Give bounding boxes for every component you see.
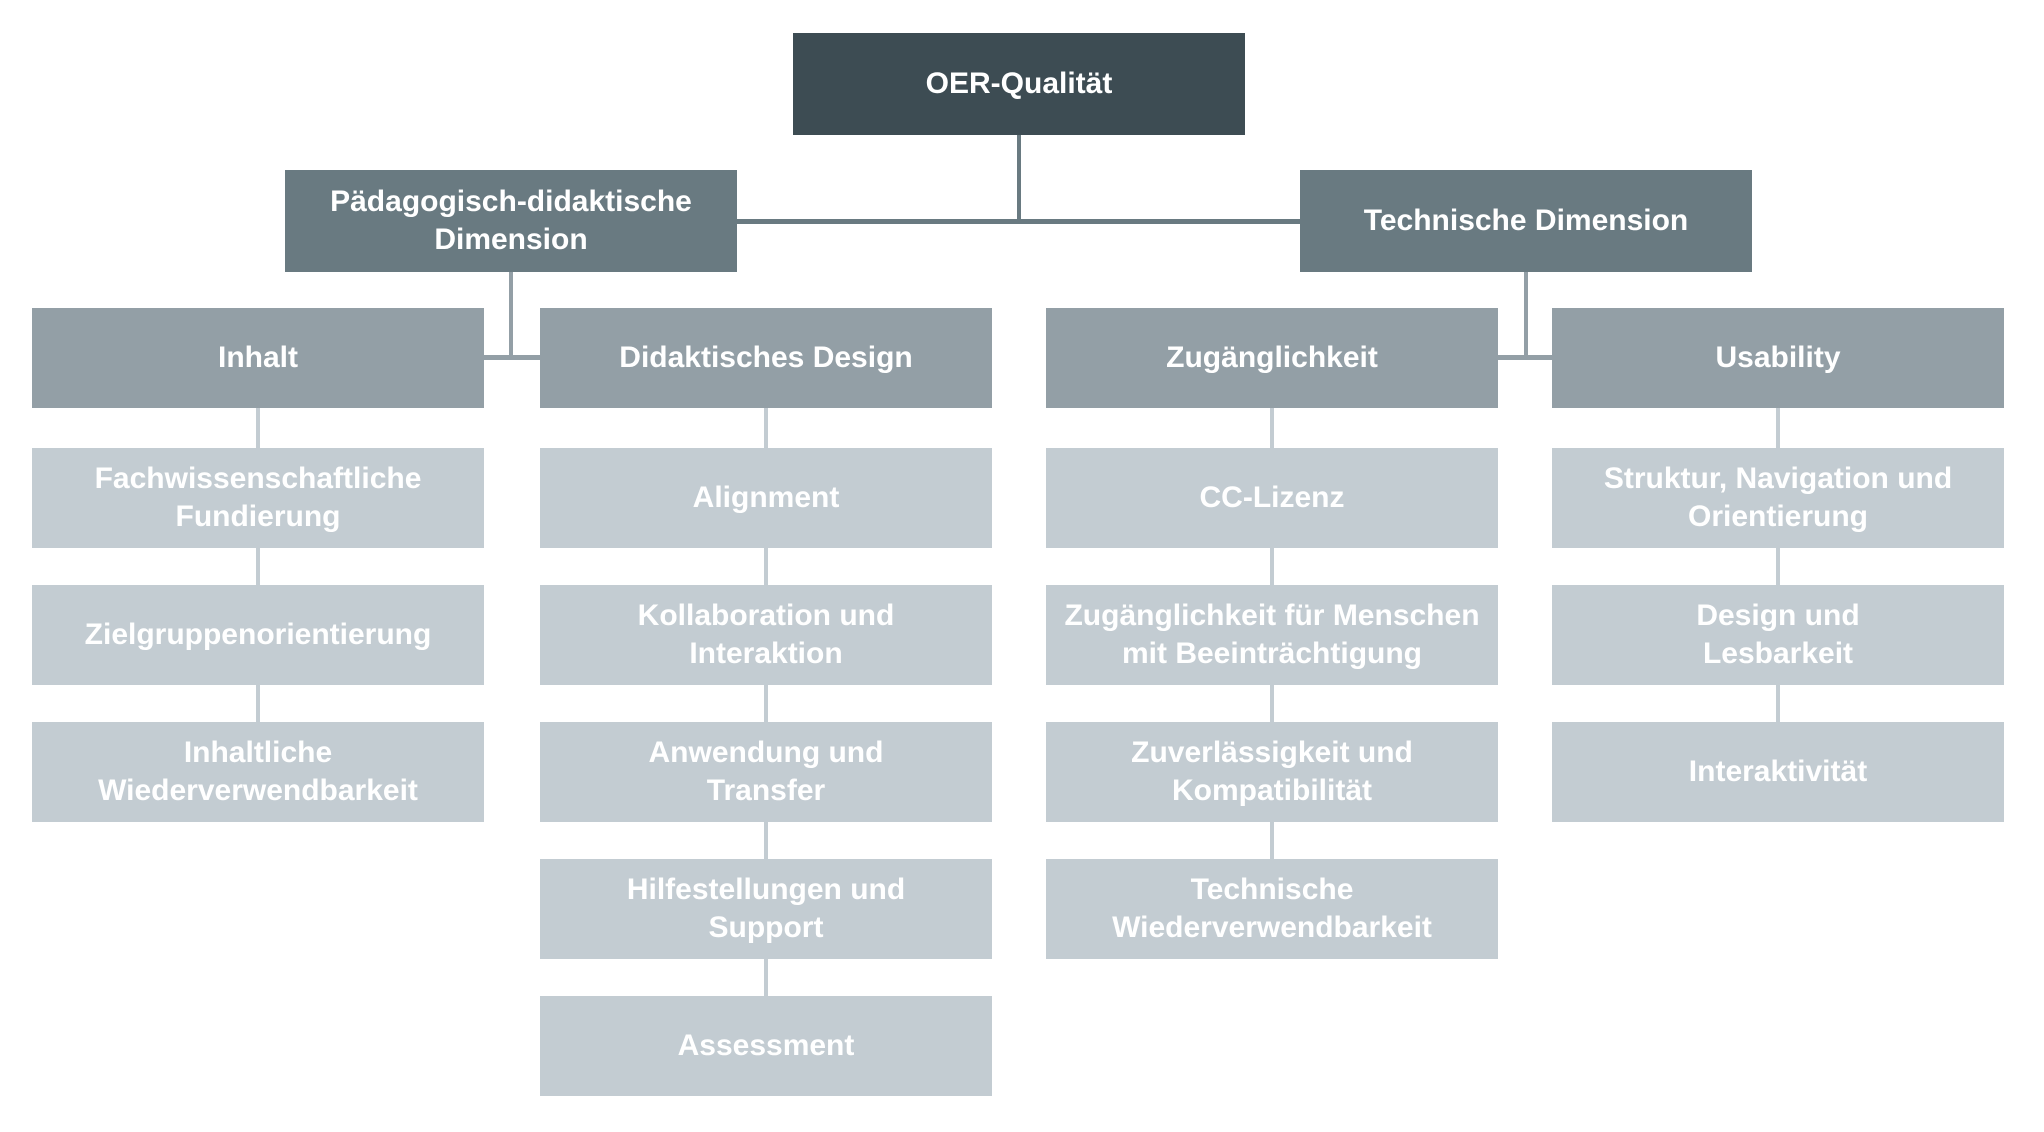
connector-zugaenglichkeit-2 <box>1270 548 1274 585</box>
connector-didaktisches-design-2 <box>764 548 768 585</box>
item-cc-lizenz: CC-Lizenz <box>1046 448 1498 548</box>
item-inhaltliche-wiederverwendbarkeit: Inhaltliche Wiederverwendbarkeit <box>32 722 484 822</box>
connector-didaktisches-design-3 <box>764 685 768 722</box>
connector-dimension2-horizontal <box>1498 355 1552 360</box>
header-usability: Usability <box>1552 308 2004 408</box>
node-oer-qualitaet: OER-Qualität <box>793 33 1245 135</box>
connector-inhalt-1 <box>256 408 260 448</box>
item-kollaboration-und-interaktion: Kollaboration und Interaktion <box>540 585 992 685</box>
connector-root-horizontal <box>737 219 1300 224</box>
item-design-und-lesbarkeit: Design und Lesbarkeit <box>1552 585 2004 685</box>
item-fachwissenschaftliche-fundierung: Fachwissenschaftliche Fundierung <box>32 448 484 548</box>
connector-dimension2-vertical <box>1524 272 1528 358</box>
connector-zugaenglichkeit-3 <box>1270 685 1274 722</box>
connector-didaktisches-design-1 <box>764 408 768 448</box>
connector-zugaenglichkeit-4 <box>1270 822 1274 859</box>
connector-dimension1-vertical <box>509 272 513 358</box>
node-paedagogisch-didaktische-dimension: Pädagogisch-didaktische Dimension <box>285 170 737 272</box>
connector-usability-2 <box>1776 548 1780 585</box>
connector-usability-3 <box>1776 685 1780 722</box>
header-zugaenglichkeit: Zugänglichkeit <box>1046 308 1498 408</box>
connector-inhalt-3 <box>256 685 260 722</box>
connector-dimension1-horizontal <box>484 355 540 360</box>
item-anwendung-und-transfer: Anwendung und Transfer <box>540 722 992 822</box>
item-assessment: Assessment <box>540 996 992 1096</box>
connector-usability-1 <box>1776 408 1780 448</box>
connector-root-vertical <box>1017 135 1021 224</box>
item-zielgruppenorientierung: Zielgruppenorientierung <box>32 585 484 685</box>
item-technische-wiederverwendbarkeit: Technische Wiederverwendbarkeit <box>1046 859 1498 959</box>
item-interaktivitaet: Interaktivität <box>1552 722 2004 822</box>
item-zugaenglichkeit-fuer-menschen-mit-beeintraechtigung: Zugänglichkeit für Menschen mit Beeinträ… <box>1046 585 1498 685</box>
node-technische-dimension: Technische Dimension <box>1300 170 1752 272</box>
item-hilfestellungen-und-support: Hilfestellungen und Support <box>540 859 992 959</box>
connector-zugaenglichkeit-1 <box>1270 408 1274 448</box>
header-didaktisches-design: Didaktisches Design <box>540 308 992 408</box>
item-alignment: Alignment <box>540 448 992 548</box>
item-zuverlaessigkeit-und-kompatibilitaet: Zuverlässigkeit und Kompatibilität <box>1046 722 1498 822</box>
header-inhalt: Inhalt <box>32 308 484 408</box>
item-struktur-navigation-und-orientierung: Struktur, Navigation und Orientierung <box>1552 448 2004 548</box>
connector-didaktisches-design-4 <box>764 822 768 859</box>
connector-didaktisches-design-5 <box>764 959 768 996</box>
connector-inhalt-2 <box>256 548 260 585</box>
